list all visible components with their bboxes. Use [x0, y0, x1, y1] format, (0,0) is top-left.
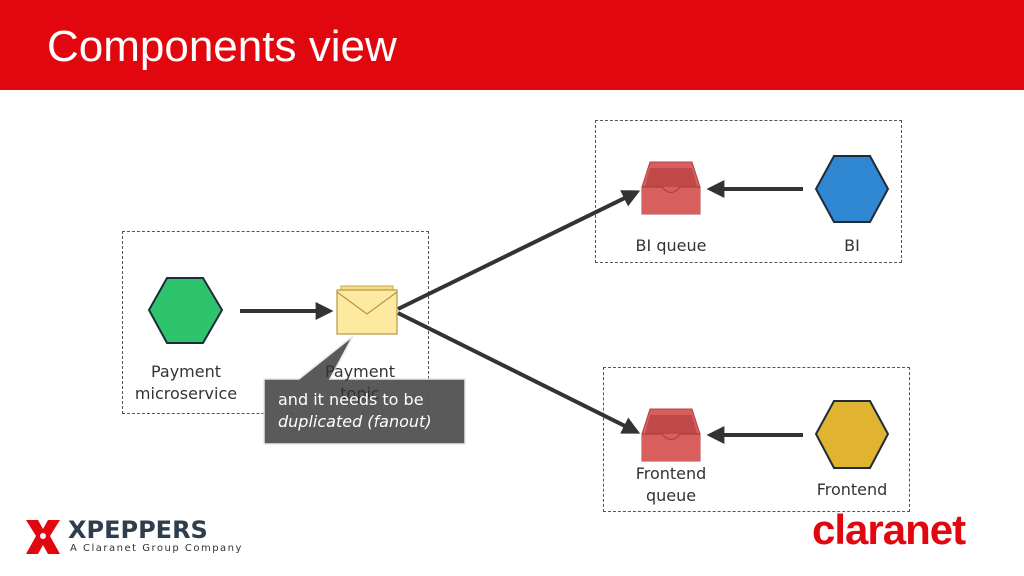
frontend-queue-tray-icon [641, 408, 701, 462]
frontend-queue-label: Frontend queue [635, 464, 707, 505]
frontend-group-box [603, 367, 910, 512]
callout-bubble [263, 335, 466, 445]
payment-microservice-label: Payment microservice [134, 362, 238, 403]
xpeppers-logo: XPEPPERS A Claranet Group Company [22, 516, 241, 558]
payment-microservice-hexagon [147, 277, 224, 344]
bi-queue-tray-icon [641, 161, 701, 215]
xpeppers-name: XPEPPERS [68, 516, 208, 544]
arrow-topic-to-frontend-queue [397, 311, 641, 434]
bi-hexagon [814, 155, 890, 223]
page-title: Components view [47, 22, 397, 71]
arrow-topic-to-bi-queue [397, 190, 641, 311]
xpeppers-x-icon [26, 520, 60, 554]
bi-label: BI [844, 236, 860, 255]
bi-group-box [595, 120, 902, 263]
callout-line-1: and it needs to be [278, 390, 424, 409]
bi-queue-label: BI queue [635, 236, 707, 255]
callout-text: and it needs to be duplicated (fanout) [278, 389, 464, 433]
xpeppers-tagline: A Claranet Group Company [70, 543, 243, 554]
payment-topic-label: Payment topic [324, 362, 396, 403]
claranet-logo: claranet [812, 506, 966, 553]
callout-line-2: duplicated (fanout) [278, 412, 432, 431]
frontend-label: Frontend [816, 480, 888, 499]
title-bar: Components view [0, 0, 1024, 90]
frontend-hexagon [814, 400, 890, 469]
payment-topic-envelope-icon [336, 285, 398, 335]
